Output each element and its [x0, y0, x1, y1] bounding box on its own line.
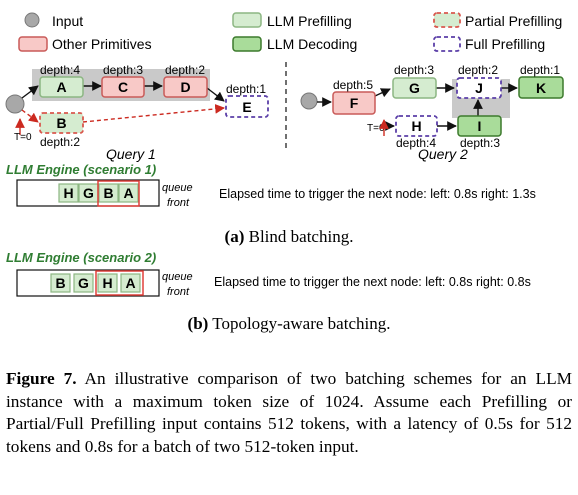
scenario1-queue-label: queue: [162, 182, 193, 194]
query1-node-B: [39, 112, 84, 134]
scenario1-queue-item-1: H: [63, 185, 73, 201]
query2-depth-J: depth:2: [458, 63, 498, 77]
query2-node-I-label: I: [478, 118, 482, 134]
query1-depth-B: depth:2: [40, 135, 80, 149]
legend-other-swatch: [18, 36, 48, 52]
query2-node-J: [456, 77, 502, 99]
query2-node-I: [457, 115, 502, 137]
scenario1-queue-slot-3: [98, 183, 119, 203]
query1-edge-D-E: [206, 87, 225, 102]
scenario2-elapsed: Elapsed time to trigger the next node: l…: [214, 275, 531, 289]
subcaption-a-text: Blind batching.: [249, 227, 354, 246]
query1-edge-input-B: [21, 109, 39, 123]
query2-t0-label: T=0: [367, 123, 385, 134]
query2-node-G: [392, 77, 437, 99]
query2-node-H-label: H: [411, 118, 421, 134]
legend-input-label: Input: [52, 13, 83, 29]
query1-node-E: [225, 95, 269, 118]
scenario2-engine-title: LLM Engine (scenario 2): [6, 250, 156, 265]
legend-decode-label: LLM Decoding: [267, 36, 357, 52]
scenario2-queue: B G H A: [50, 273, 141, 293]
query1-depth-D: depth:2: [165, 63, 205, 77]
query1-node-C: [101, 76, 145, 98]
scenario1-engine-title: LLM Engine (scenario 1): [6, 162, 156, 177]
query1-edge-input-A: [21, 85, 39, 99]
query2-depth-I: depth:3: [460, 136, 500, 150]
query2-node-K: [518, 76, 564, 99]
query1-edge-B-E: [82, 103, 225, 123]
scenario2-queue-item-2: G: [78, 275, 89, 291]
scenario2-queue-slot-3: [97, 273, 118, 293]
query2-depth-H: depth:4: [396, 136, 436, 150]
query2-depth-K: depth:1: [520, 63, 560, 77]
scenario2-queue-item-4: A: [125, 275, 135, 291]
scenario2: LLM Engine (scenario 2) B G H A queue fr…: [6, 250, 531, 298]
scenario1-queue-item-4: A: [123, 185, 133, 201]
scenario2-queue-label: queue: [162, 271, 193, 283]
scenario2-queue-slot-4: [120, 273, 141, 293]
query1-node-A: [39, 76, 84, 98]
scenario1-front-label: front: [167, 197, 190, 209]
query1-node-E-label: E: [242, 99, 251, 115]
legend-prefill-swatch: [232, 12, 262, 28]
scenario1-queue-item-3: B: [103, 185, 113, 201]
scenario1-elapsed: Elapsed time to trigger the next node: l…: [219, 187, 536, 201]
query2-node-K-label: K: [536, 80, 546, 96]
query1-t0-label: T=0: [14, 132, 32, 143]
scenario2-queue-item-1: B: [55, 275, 65, 291]
query2-input-node: [300, 92, 318, 110]
query1-node-D: [163, 76, 208, 98]
scenario2-queue-slot-1: [50, 273, 71, 293]
query2-node-F: [332, 91, 376, 115]
query2-depth-G: depth:3: [394, 63, 434, 77]
query2-depth-F: depth:5: [333, 78, 373, 92]
scenario1: LLM Engine (scenario 1) H G B A queue fr…: [6, 162, 536, 209]
query1-depth-A: depth:4: [40, 63, 80, 77]
query2-node-F-label: F: [350, 95, 359, 111]
query2-title: Query 2: [418, 146, 468, 162]
query2-graph: F G J K H I depth:5 depth:3 depth:2 dept…: [300, 63, 564, 162]
query1-depth-E: depth:1: [226, 82, 266, 96]
query1-title: Query 1: [106, 146, 156, 162]
scenario1-queue: H G B A: [58, 183, 139, 203]
legend-decode-swatch: [232, 36, 262, 52]
scenario1-queue-slot-1: [58, 183, 79, 203]
query1-input-node: [5, 94, 25, 114]
subcaption-a-label: (a): [225, 227, 245, 246]
query1-node-B-label: B: [56, 115, 66, 131]
legend: Input Other Primitives LLM Prefilling LL…: [18, 12, 562, 52]
legend-full-label: Full Prefilling: [465, 36, 545, 52]
legend-input-swatch: [24, 12, 40, 28]
query1-node-D-label: D: [180, 79, 190, 95]
query2-node-J-label: J: [475, 80, 483, 96]
subcaption-b: (b) Topology-aware batching.: [188, 314, 391, 333]
figure-caption-number: Figure 7.: [6, 369, 77, 388]
scenario2-batch-highlight: [95, 270, 144, 296]
legend-prefill-label: LLM Prefilling: [267, 13, 352, 29]
query1-depth-C: depth:3: [103, 63, 143, 77]
figure-caption-text: An illustrative comparison of two batchi…: [6, 369, 572, 456]
subcaption-b-text: Topology-aware batching.: [212, 314, 390, 333]
query2-edge-F-G: [374, 88, 391, 98]
scenario2-queue-slot-2: [73, 273, 94, 293]
query2-node-G-label: G: [409, 80, 420, 96]
subcaption-b-label: (b): [188, 314, 209, 333]
query1-node-C-label: C: [118, 79, 128, 95]
scenario2-front-label: front: [167, 286, 190, 298]
figure-caption: Figure 7. An illustrative comparison of …: [6, 368, 572, 458]
legend-other-label: Other Primitives: [52, 36, 152, 52]
legend-partial-swatch: [433, 12, 461, 28]
legend-partial-label: Partial Prefilling: [465, 13, 562, 29]
query1-graph: A C D E B depth:4 depth:3 depth:2 depth:…: [5, 63, 269, 162]
scenario1-batch-highlight: [97, 180, 140, 207]
subcaption-a: (a) Blind batching.: [225, 227, 354, 246]
query1-node-A-label: A: [56, 79, 66, 95]
scenario1-queue-item-2: G: [83, 185, 94, 201]
scenario2-queue-item-3: H: [102, 275, 112, 291]
scenario1-queue-slot-4: [118, 183, 139, 203]
legend-full-swatch: [433, 36, 461, 52]
query2-node-H: [395, 115, 438, 137]
